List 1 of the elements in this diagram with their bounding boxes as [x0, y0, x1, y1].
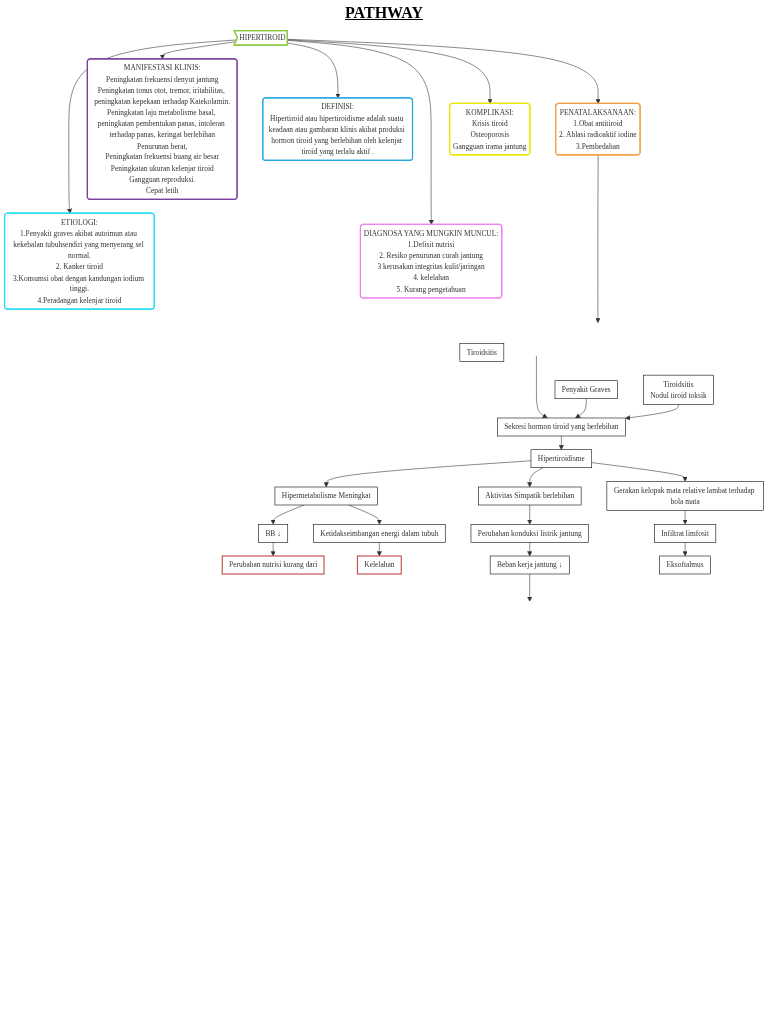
- section-heading: PATHWAY: [344, 4, 424, 22]
